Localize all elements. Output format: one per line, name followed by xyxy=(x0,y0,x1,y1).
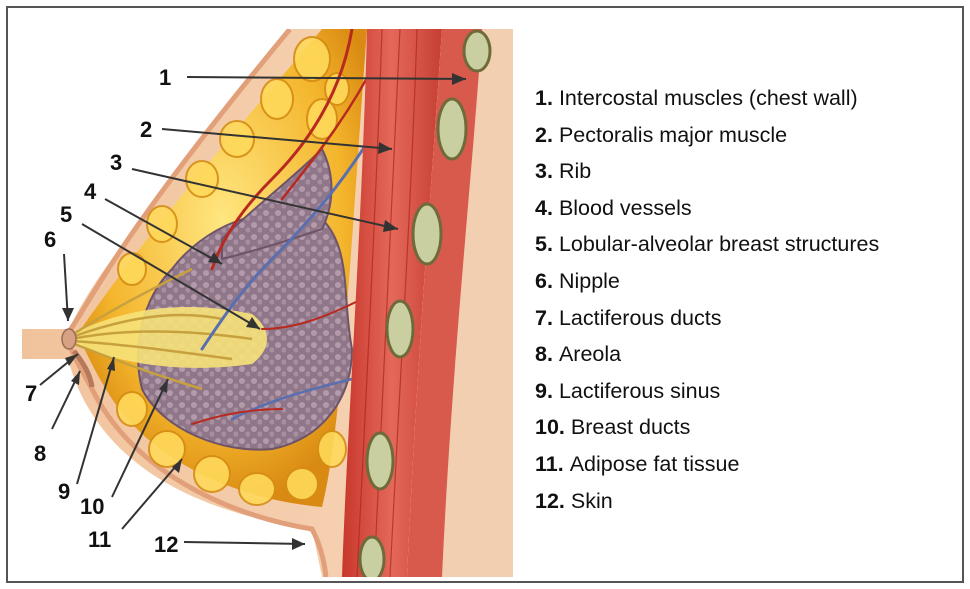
legend-item: 7.Lactiferous ducts xyxy=(535,300,879,337)
legend-label: Lactiferous sinus xyxy=(559,379,720,403)
callout-12: 12 xyxy=(154,532,178,557)
callout-2: 2 xyxy=(140,117,152,142)
legend-number: 9. xyxy=(535,373,553,410)
legend-number: 1. xyxy=(535,80,553,117)
breast-anatomy-illustration: 1 2 3 4 5 6 7 8 9 10 11 12 xyxy=(22,29,513,577)
callout-8: 8 xyxy=(34,441,46,466)
callout-9: 9 xyxy=(58,479,70,504)
legend-item: 8.Areola xyxy=(535,336,879,373)
legend-number: 6. xyxy=(535,263,553,300)
callout-7: 7 xyxy=(25,381,37,406)
legend-label: Blood vessels xyxy=(559,196,692,220)
nipple xyxy=(62,329,76,349)
legend-item: 9.Lactiferous sinus xyxy=(535,373,879,410)
legend-item: 1.Intercostal muscles (chest wall) xyxy=(535,80,879,117)
legend-label: Areola xyxy=(559,342,621,366)
callout-4: 4 xyxy=(84,179,97,204)
legend-number: 10. xyxy=(535,409,565,446)
legend-item: 4.Blood vessels xyxy=(535,190,879,227)
legend-number: 2. xyxy=(535,117,553,154)
callout-5: 5 xyxy=(60,202,72,227)
legend-label: Skin xyxy=(571,489,613,513)
legend-label: Intercostal muscles (chest wall) xyxy=(559,86,858,110)
legend-label: Pectoralis major muscle xyxy=(559,123,787,147)
legend-number: 7. xyxy=(535,300,553,337)
legend-item: 10.Breast ducts xyxy=(535,409,879,446)
legend-label: Nipple xyxy=(559,269,620,293)
callout-6: 6 xyxy=(44,227,56,252)
legend-number: 8. xyxy=(535,336,553,373)
legend-item: 2.Pectoralis major muscle xyxy=(535,117,879,154)
legend-number: 3. xyxy=(535,153,553,190)
legend-item: 12.Skin xyxy=(535,483,879,520)
callout-11: 11 xyxy=(88,527,111,552)
legend-number: 11. xyxy=(535,446,564,483)
legend-label: Lactiferous ducts xyxy=(559,306,722,330)
legend-label: Rib xyxy=(559,159,591,183)
legend-number: 4. xyxy=(535,190,553,227)
legend-label: Adipose fat tissue xyxy=(570,452,740,476)
legend-item: 6.Nipple xyxy=(535,263,879,300)
callout-10: 10 xyxy=(80,494,104,519)
legend-item: 5.Lobular-alveolar breast structures xyxy=(535,226,879,263)
legend-label: Breast ducts xyxy=(571,415,691,439)
legend-label: Lobular-alveolar breast structures xyxy=(559,232,879,256)
callout-3: 3 xyxy=(110,150,122,175)
legend-number: 12. xyxy=(535,483,565,520)
legend-number: 5. xyxy=(535,226,553,263)
legend-item: 11.Adipose fat tissue xyxy=(535,446,879,483)
anatomy-legend: 1.Intercostal muscles (chest wall) 2.Pec… xyxy=(535,80,879,519)
callout-1: 1 xyxy=(159,65,171,90)
legend-item: 3.Rib xyxy=(535,153,879,190)
